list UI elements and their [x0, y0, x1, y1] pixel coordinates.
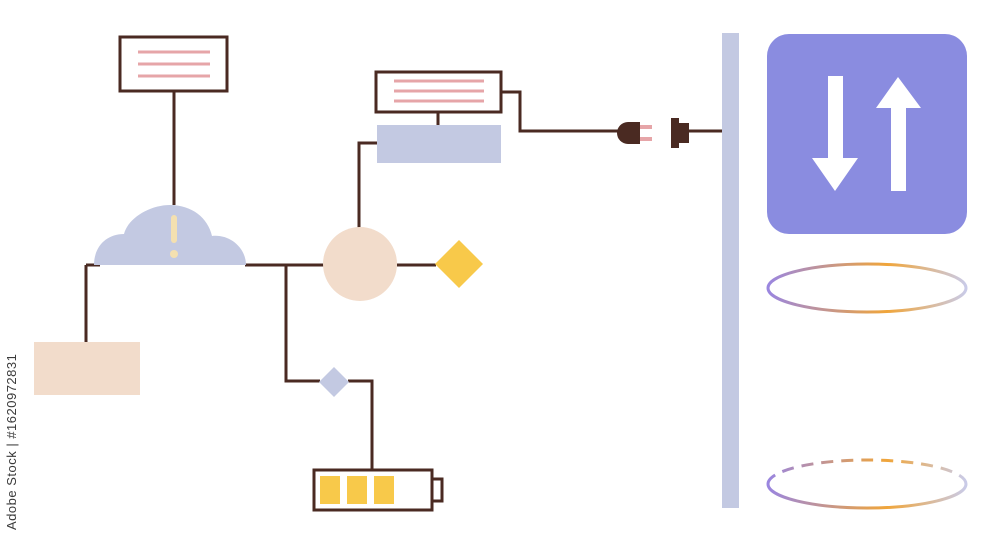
lavender-block	[377, 125, 501, 163]
note-card-mid	[374, 70, 503, 114]
connector-lines	[84, 90, 722, 470]
battery-full-icon	[312, 468, 444, 512]
up-down-arrows-icon	[767, 34, 967, 234]
cloud-alert-icon	[94, 205, 246, 265]
circle-node-icon	[323, 227, 397, 301]
battery-cell	[347, 476, 367, 504]
cylinder-database-icon	[766, 262, 968, 510]
diamond-yellow-icon	[435, 240, 483, 288]
battery-cell	[320, 476, 340, 504]
diamond-small-icon	[319, 367, 349, 397]
power-plug-icon	[617, 122, 652, 144]
watermark-text: Adobe Stock | #1620972831	[4, 353, 19, 530]
power-socket-icon	[671, 118, 689, 148]
note-card-top	[118, 35, 229, 93]
battery-cell	[374, 476, 394, 504]
peach-block	[34, 342, 140, 395]
wall-bar	[722, 33, 739, 508]
